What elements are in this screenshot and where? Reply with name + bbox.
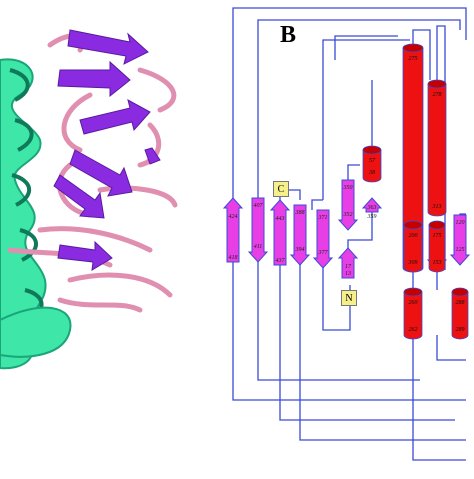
helix-turn-2 <box>14 118 34 152</box>
connector-13 <box>322 268 351 331</box>
strand-start-residue: 17 <box>345 264 352 270</box>
helix-end-residue: 309 <box>408 260 418 266</box>
helix-end-residue: 289 <box>456 327 465 333</box>
topology-strand <box>269 199 291 266</box>
c-terminus-label: C <box>273 181 289 197</box>
topology-helix <box>362 150 382 183</box>
strand-end-residue: 437 <box>276 257 286 264</box>
strand-arrow-4 <box>69 149 133 197</box>
topology-helix <box>403 225 423 273</box>
helix-start-residue: 288 <box>456 300 465 306</box>
connector-3 <box>322 39 410 200</box>
connector-4 <box>334 35 398 60</box>
n-terminus-label: N <box>341 290 357 306</box>
strand-end-residue: 363 <box>367 205 377 211</box>
helix-start-residue: 175 <box>433 233 442 239</box>
strand-arrow-2 <box>57 60 131 98</box>
connector-9 <box>232 262 466 401</box>
strand-end-residue: 352 <box>343 212 353 218</box>
helix-start-residue: 275 <box>409 56 418 62</box>
strand-end-residue: 13 <box>345 271 351 277</box>
loop-5 <box>57 162 93 218</box>
panel-b-label: B <box>280 22 297 48</box>
strand-start-residue: 359 <box>367 214 377 220</box>
helix-cap <box>402 43 424 53</box>
loop-9 <box>67 272 173 298</box>
strand-start-residue: 407 <box>254 202 264 209</box>
ribbon-structure-panel <box>0 29 178 370</box>
strand-start-residue: 120 <box>456 220 465 226</box>
helix-end-residue: 38 <box>368 170 375 176</box>
loop-ribbons <box>7 33 178 313</box>
topology-strand <box>222 197 244 263</box>
strand-arrow-5 <box>53 174 105 219</box>
helix-turn-3 <box>11 173 31 207</box>
helix-end-residue: 153 <box>433 260 442 266</box>
strand-ribbons <box>53 29 161 271</box>
helix-ribbons <box>0 58 72 370</box>
helix-ribbon-lower <box>0 306 72 358</box>
helix-cap <box>427 79 447 89</box>
helix-start-residue: 57 <box>369 158 376 164</box>
connector-12 <box>299 262 466 441</box>
loop-6 <box>97 185 178 208</box>
helix-end-residue: 313 <box>432 204 442 210</box>
helix-cap <box>403 220 423 230</box>
helix-end-residue: 262 <box>409 327 418 333</box>
topology-panel: 424 418 407 411 443 437 388 394 371 377 350 352 1713… <box>222 7 471 461</box>
strand-arrow-6 <box>57 240 113 271</box>
strand-start-residue: 350 <box>343 185 353 191</box>
helix-start-residue: 200 <box>409 233 418 239</box>
strand-arrow-1 <box>67 29 149 65</box>
strand-end-residue: 125 <box>456 247 465 253</box>
loop-2 <box>137 67 177 113</box>
loop-7 <box>37 226 153 253</box>
loop-4 <box>137 122 162 168</box>
strand-start-residue: 371 <box>318 215 328 221</box>
connector-6 <box>347 164 360 180</box>
helix-start-residue: 260 <box>409 300 418 306</box>
strand-end-residue: 418 <box>229 254 238 261</box>
strand-end-residue: 394 <box>295 246 305 253</box>
helix-start-residue: 278 <box>433 92 442 98</box>
connector-1 <box>232 7 467 198</box>
topology-helix <box>403 292 423 340</box>
loop-10 <box>57 297 143 313</box>
topology-strand <box>247 197 269 263</box>
strand-end-residue: 411 <box>254 243 263 250</box>
topology-strand <box>449 214 471 266</box>
helix-cap <box>403 287 423 297</box>
loop-3 <box>61 92 93 153</box>
connector-14 <box>347 210 373 248</box>
strand-start-residue: 388 <box>295 210 305 216</box>
strand-start-residue: 443 <box>276 215 285 222</box>
topology-helices: 5738275306278313200309175153260262288289 <box>362 43 469 340</box>
topology-helix <box>427 84 447 217</box>
helix-cap <box>428 220 446 230</box>
connector-16 <box>311 199 323 210</box>
connector-20 <box>436 335 466 361</box>
connector-19 <box>412 335 466 461</box>
connector-10 <box>257 262 420 381</box>
topology-helix <box>428 225 446 273</box>
strand-arrow-7 <box>144 147 161 165</box>
topology-strand <box>361 197 383 213</box>
connector-2 <box>257 19 461 198</box>
strand-start-residue: 424 <box>229 213 238 220</box>
strand-end-residue: 377 <box>318 250 329 256</box>
helix-turn-4 <box>19 228 38 262</box>
helix-turn-1 <box>9 68 30 102</box>
helix-cap <box>362 145 382 155</box>
connector-11 <box>279 265 455 421</box>
helix-cap <box>451 287 469 297</box>
strand-arrow-3 <box>79 99 151 135</box>
topology-strand <box>337 247 359 279</box>
topology-strand <box>312 209 334 269</box>
topology-strand <box>337 179 359 231</box>
topology-strand <box>289 204 311 266</box>
connector-7 <box>412 29 431 80</box>
topology-helix <box>451 292 469 340</box>
